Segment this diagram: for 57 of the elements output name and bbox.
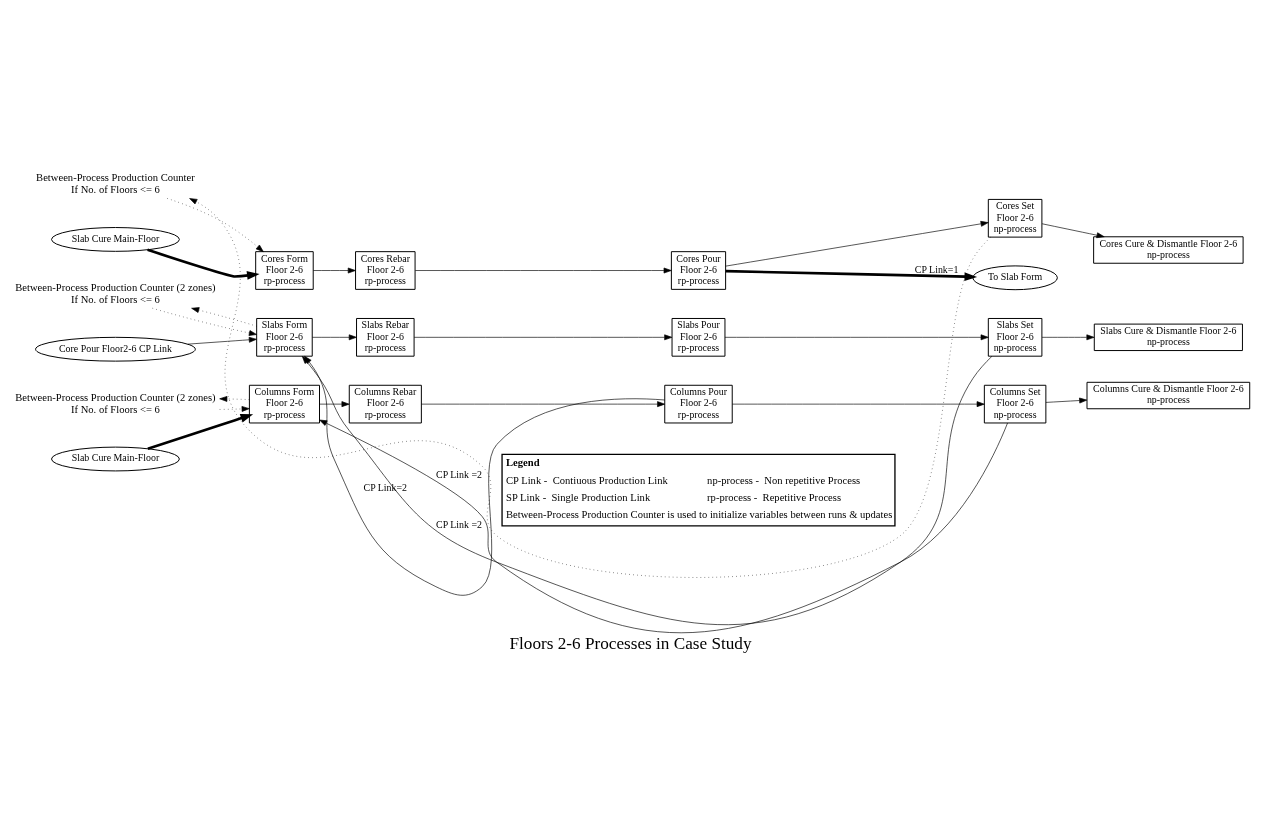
arrow <box>147 248 260 280</box>
arrow <box>191 307 257 327</box>
arrow <box>1045 397 1088 404</box>
arrow <box>725 269 978 282</box>
node-ellipse: Slab Cure Main-Floor <box>51 227 180 252</box>
node-box: Slabs Set Floor 2-6 np-process <box>987 317 1043 357</box>
label: rp-process - Repetitive Process <box>707 492 842 504</box>
node-box: Cores Set Floor 2-6 np-process <box>987 198 1043 238</box>
node-box: Slabs Rebar Floor 2-6 rp-process <box>356 317 415 357</box>
label: Legend <box>506 457 540 469</box>
arrow <box>724 334 989 341</box>
node-box: Columns Cure & Dismantle Floor 2-6 np-process <box>1086 381 1251 410</box>
label: SP Link - Single Production Link <box>506 492 651 504</box>
node-text: Between-Process Production Counter (2 zones) If No. of Floors <= 6 <box>15 391 216 415</box>
node-box: Columns Set Floor 2-6 np-process <box>983 384 1047 424</box>
arrow <box>319 401 350 407</box>
node-box: Slabs Cure & Dismantle Floor 2-6 np-process <box>1093 323 1243 352</box>
node-box: Columns Form Floor 2-6 rp-process <box>248 384 320 424</box>
arrow <box>319 419 1008 633</box>
arrow <box>312 334 357 341</box>
edge-label: CP Link=1 <box>914 263 959 275</box>
arrow <box>1041 223 1105 239</box>
edge-label: CP Link =2 <box>436 518 483 530</box>
arrow <box>725 220 989 267</box>
arrow <box>147 414 254 450</box>
label: Between-Process Production Counter is used to initialize variables between runs & updates <box>506 509 893 521</box>
arrow <box>166 198 264 252</box>
label: CP Link - Contiuous Production Link <box>506 475 668 487</box>
node-ellipse: To Slab Form <box>972 265 1058 291</box>
label: np-process - Non repetitive Process <box>707 475 861 487</box>
arrow <box>152 307 257 336</box>
node-box: Slabs Form Floor 2-6 rp-process <box>256 317 313 357</box>
edge-label: CP Link =2 <box>436 468 483 480</box>
arrow <box>219 396 250 402</box>
arrow <box>413 334 673 341</box>
node-box: Columns Rebar Floor 2-6 rp-process <box>348 384 422 424</box>
node-text: Between-Process Production Counter (2 zones) If No. of Floors <= 6 <box>15 281 216 305</box>
arrow <box>304 356 666 596</box>
node-text: Between-Process Production Counter If No. of Floors <= 6 <box>36 172 195 195</box>
edge-label: CP Link=2 <box>363 481 408 493</box>
node-ellipse: Core Pour Floor2-6 CP Link <box>35 336 196 362</box>
node-box: Columns Pour Floor 2-6 rp-process <box>664 384 733 424</box>
arrow <box>731 401 985 407</box>
node-box: Cores Rebar Floor 2-6 rp-process <box>355 251 416 290</box>
node-box: Cores Cure & Dismantle Floor 2-6 np-process <box>1093 236 1244 264</box>
arrow <box>415 267 672 274</box>
arrow <box>187 336 257 345</box>
caption: Floors 2-6 Processes in Case Study <box>509 634 752 654</box>
arrow <box>421 401 666 407</box>
arrow <box>189 198 991 578</box>
node-box: Slabs Pour Floor 2-6 rp-process <box>671 317 726 357</box>
node-box: Cores Pour Floor 2-6 rp-process <box>670 251 727 290</box>
node-box: Cores Form Floor 2-6 rp-process <box>255 251 314 290</box>
arrow <box>1041 334 1095 341</box>
node-ellipse: Slab Cure Main-Floor <box>51 446 180 472</box>
arrow <box>219 406 250 412</box>
arrow <box>313 267 356 274</box>
